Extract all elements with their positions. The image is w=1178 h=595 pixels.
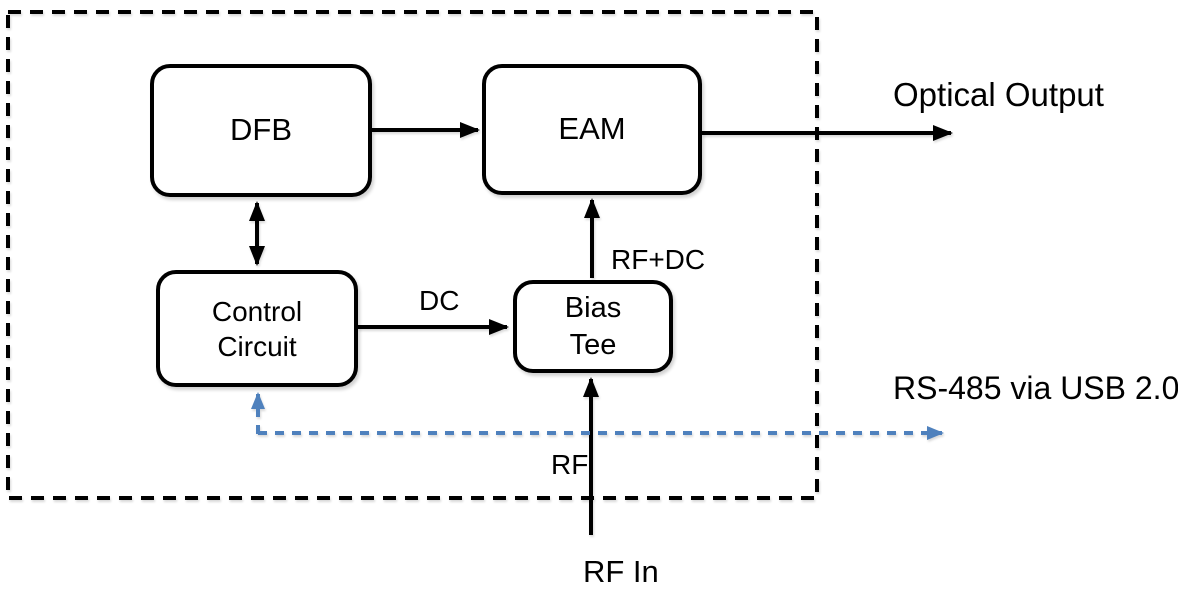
dc-edge-label: DC — [419, 285, 460, 316]
rf-edge-label: RF — [551, 449, 589, 480]
rs485-usb-label: RS-485 via USB 2.0 — [893, 370, 1178, 406]
optical-output-label: Optical Output — [893, 76, 1104, 113]
block-bias-tee-label-line2: Tee — [569, 328, 617, 361]
block-dfb: DFB — [150, 64, 372, 197]
block-control-circuit-label-line1: Control — [211, 295, 303, 327]
block-control-circuit-label-line2: Circuit — [217, 330, 297, 362]
block-control-circuit: Control Circuit — [156, 270, 358, 387]
rf-plus-dc-edge-label: RF+DC — [611, 244, 706, 275]
block-bias-tee-label-line1: Bias — [564, 292, 622, 325]
block-dfb-label: DFB — [230, 112, 292, 148]
block-eam-label: EAM — [558, 111, 626, 147]
rf-in-label: RF In — [583, 554, 659, 589]
block-bias-tee: Bias Tee — [513, 280, 673, 373]
block-eam: EAM — [482, 64, 702, 195]
